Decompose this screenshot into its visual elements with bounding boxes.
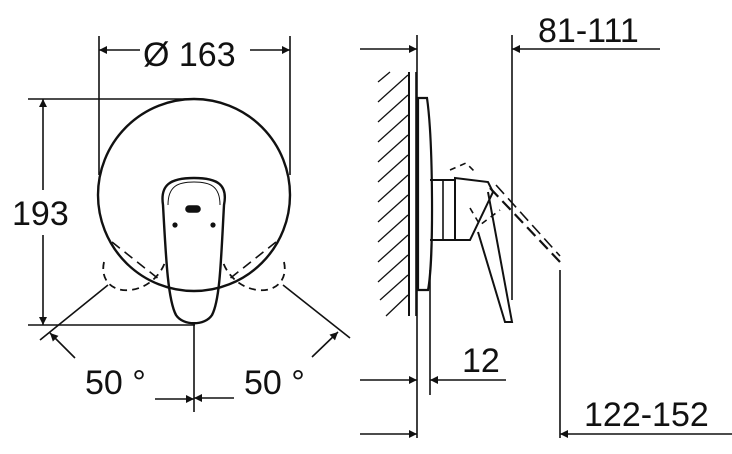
front-view <box>28 36 351 412</box>
total-label: 122-152 <box>584 396 709 434</box>
projection-label: 81-111 <box>538 12 639 50</box>
angle-left-label: 50 ° <box>85 364 146 402</box>
angle-right-label: 50 ° <box>244 364 305 402</box>
height-label: 193 <box>12 195 69 233</box>
plate-label: 12 <box>462 342 500 380</box>
diameter-label: Ø 163 <box>143 36 236 74</box>
side-view <box>360 35 732 438</box>
